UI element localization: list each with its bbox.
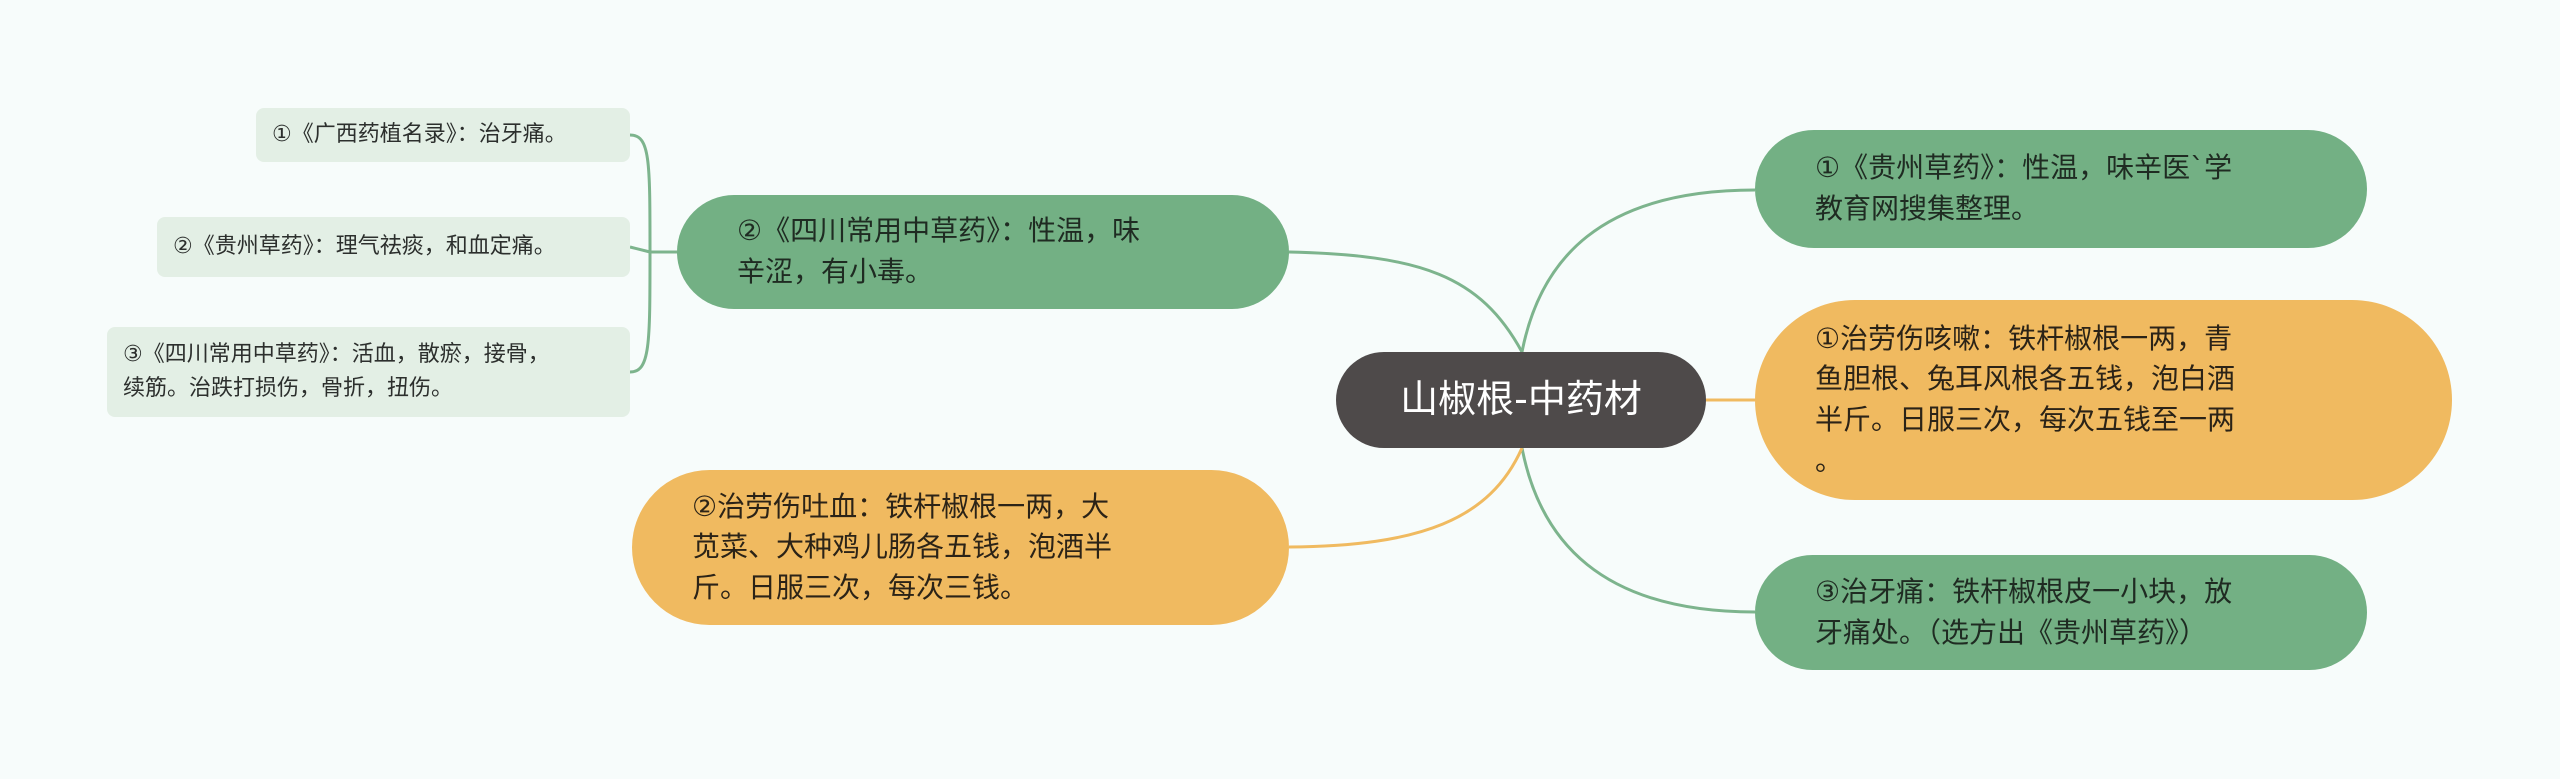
leaf-sichuan-herbs-text: ③《四川常用中草药》：活血，散瘀，接骨， 续筋。治跌打损伤，骨折，扭伤。 <box>123 338 550 406</box>
leaf-sichuan-herbs[interactable]: ③《四川常用中草药》：活血，散瘀，接骨， 续筋。治跌打损伤，骨折，扭伤。 <box>107 327 630 417</box>
leaf-sichuan-herbs-line: ③《四川常用中草药》：活血，散瘀，接骨， <box>123 341 550 367</box>
branch-yatong-remedy-line: ③治牙痛：铁杆椒根皮一小块，放 <box>1815 574 2233 608</box>
branch-sichuan-properties-text: ②《四川常用中草药》：性温，味 辛涩，有小毒。 <box>737 211 1140 292</box>
branch-yatong-remedy[interactable]: ③治牙痛：铁杆椒根皮一小块，放 牙痛处。（选方出《贵州草药》） <box>1755 555 2367 670</box>
branch-sichuan-properties-line: ②《四川常用中草药》：性温，味 <box>737 214 1141 248</box>
connector-central-to-guizhou <box>1520 188 1756 353</box>
branch-yatong-remedy-line: 牙痛处。（选方出《贵州草药》） <box>1815 615 2208 649</box>
central-topic-label: 山椒根-中药材 <box>1400 377 1642 422</box>
branch-kesou-remedy-line: ①治劳伤咳嗽：铁杆椒根一两，青 <box>1815 321 2233 355</box>
leaf-guizhou-herbs[interactable]: ②《贵州草药》：理气祛痰，和血定痛。 <box>157 217 630 277</box>
branch-guizhou-properties[interactable]: ①《贵州草药》：性温，味辛医`学 教育网搜集整理。 <box>1755 130 2367 248</box>
branch-tuxue-remedy-line: 斤。日服三次，每次三钱。 <box>692 570 1029 604</box>
leaf-guangxi-record-text: ①《广西药植名录》：治牙痛。 <box>272 121 567 147</box>
connector-to-leaf-guizhou <box>629 245 651 254</box>
branch-kesou-remedy-line: 半斤。日服三次，每次五钱至一两 <box>1815 403 2236 436</box>
branch-kesou-remedy-line: 。 <box>1815 443 1844 477</box>
branch-tuxue-remedy-line: 苋菜、大种鸡儿肠各五钱，泡酒半 <box>692 530 1113 564</box>
central-topic[interactable]: 山椒根-中药材 <box>1336 352 1706 448</box>
branch-sichuan-properties[interactable]: ②《四川常用中草药》：性温，味 辛涩，有小毒。 <box>677 195 1289 309</box>
branch-kesou-remedy-line: 鱼胆根、兔耳风根各五钱，泡白酒 <box>1815 362 2236 396</box>
branch-tuxue-remedy-text: ②治劳伤吐血：铁杆椒根一两，大 苋菜、大种鸡儿肠各五钱，泡酒半 斤。日服三次，每… <box>692 487 1112 609</box>
branch-yatong-remedy-text: ③治牙痛：铁杆椒根皮一小块，放 牙痛处。（选方出《贵州草药》） <box>1815 572 2232 653</box>
connector-central-to-tuxue <box>1288 447 1524 549</box>
branch-guizhou-properties-line: ①《贵州草药》：性温，味辛医`学 <box>1815 151 2233 185</box>
branch-sichuan-properties-line: 辛涩，有小毒。 <box>737 255 934 288</box>
connector-central-to-sichuan <box>1288 250 1524 353</box>
branch-guizhou-properties-line: 教育网搜集整理。 <box>1815 192 2040 225</box>
branch-kesou-remedy-text: ①治劳伤咳嗽：铁杆椒根一两，青 鱼胆根、兔耳风根各五钱，泡白酒 半斤。日服三次，… <box>1815 319 2235 481</box>
branch-guizhou-properties-text: ①《贵州草药》：性温，味辛医`学 教育网搜集整理。 <box>1815 148 2232 229</box>
leaf-guizhou-herbs-text: ②《贵州草药》：理气祛痰，和血定痛。 <box>173 233 556 259</box>
connector-to-leaf-sichuan <box>629 251 652 374</box>
branch-tuxue-remedy-line: ②治劳伤吐血：铁杆椒根一两，大 <box>692 489 1110 523</box>
branch-tuxue-remedy[interactable]: ②治劳伤吐血：铁杆椒根一两，大 苋菜、大种鸡儿肠各五钱，泡酒半 斤。日服三次，每… <box>632 470 1289 625</box>
leaf-guangxi-record[interactable]: ①《广西药植名录》：治牙痛。 <box>256 108 630 162</box>
leaf-sichuan-herbs-line: 续筋。治跌打损伤，骨折，扭伤。 <box>123 376 454 401</box>
branch-kesou-remedy[interactable]: ①治劳伤咳嗽：铁杆椒根一两，青 鱼胆根、兔耳风根各五钱，泡白酒 半斤。日服三次，… <box>1755 300 2452 500</box>
connector-central-to-yatong <box>1520 447 1756 614</box>
connector-to-leaf-guangxi <box>629 133 652 253</box>
